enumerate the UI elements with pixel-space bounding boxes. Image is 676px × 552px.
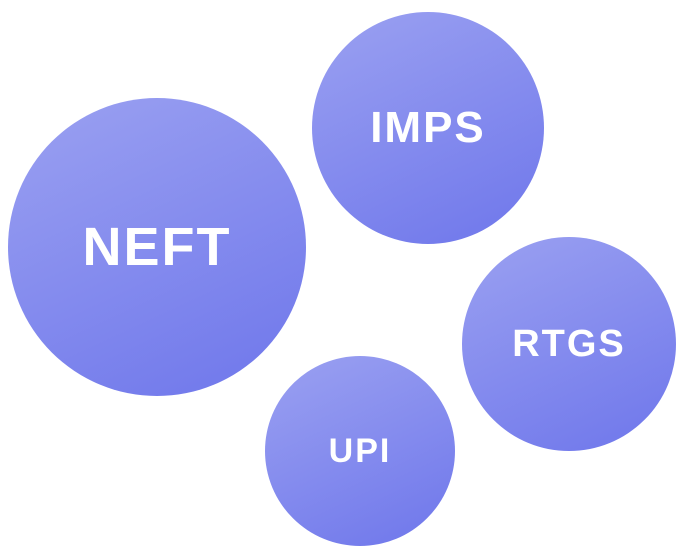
bubble-upi: UPI	[265, 356, 455, 546]
bubble-neft-label: NEFT	[82, 217, 232, 277]
bubble-upi-label: UPI	[328, 431, 392, 470]
bubble-rtgs: RTGS	[462, 237, 676, 451]
bubble-imps: IMPS	[312, 12, 544, 244]
bubble-rtgs-label: RTGS	[512, 322, 626, 365]
bubble-neft: NEFT	[8, 98, 306, 396]
bubble-imps-label: IMPS	[370, 103, 486, 152]
